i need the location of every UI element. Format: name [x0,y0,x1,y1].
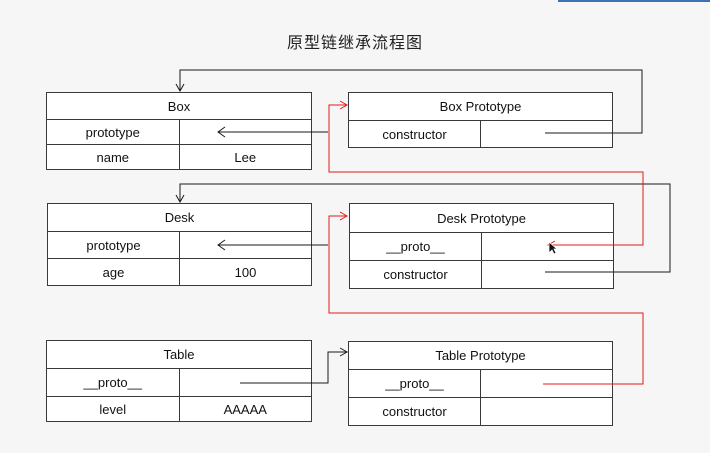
box-header: Box [46,92,312,120]
desk-prototype-proto-value [481,232,614,261]
desk-prototype-header: Desk Prototype [349,203,614,233]
desk-constructor-link-arrowhead [175,194,185,204]
box-prototype-constructor-value [480,120,613,148]
desk-age-label: age [47,258,180,286]
mouse-cursor-icon [548,241,558,255]
box-prototype-object: Box Prototype constructor [348,92,613,148]
desk-prototype-link-arrowhead [217,239,226,251]
table-proto-chain-link-arrowhead [339,211,349,221]
diagram-title: 原型链继承流程图 [286,33,423,52]
desk-prototype-label: prototype [47,231,180,259]
desk-age-value: 100 [179,258,312,286]
table-level-label: level [46,396,180,422]
box-constructor-link-arrowhead [175,83,185,93]
desk-prototype-object: Desk Prototype __proto__ constructor [349,203,614,289]
table-level-value: AAAAA [178,396,312,422]
table-proto-link [240,351,347,384]
desk-proto-chain-link-arrowhead [339,100,349,110]
desk-prototype-proto-label: __proto__ [349,232,482,261]
box-name-value: Lee [178,144,312,170]
desk-header: Desk [47,203,312,232]
table-prototype-object: Table Prototype __proto__ constructor [348,341,613,426]
desk-constructor-link [179,183,671,273]
table-prototype-header: Table Prototype [348,341,613,370]
box-constructor-link [179,69,643,134]
desk-object: Desk prototype age 100 [47,203,312,286]
desk-prototype-constructor-value [481,260,614,289]
box-object: Box prototype name Lee [46,92,312,170]
table-prototype-proto-label: __proto__ [348,369,481,398]
table-header: Table [46,340,312,369]
box-prototype-link-arrowhead [217,126,226,138]
table-prototype-constructor-label: constructor [348,397,481,426]
desk-prototype-constructor-label: constructor [349,260,482,289]
table-proto-link-arrowhead [339,347,349,357]
box-prototype-constructor-label: constructor [348,120,481,148]
window-accent-bar [558,0,710,2]
box-prototype-header: Box Prototype [348,92,613,121]
table-prototype-constructor-value [480,397,613,426]
desk-proto-chain-link [328,104,644,246]
box-name-label: name [46,144,180,170]
table-proto-chain-link [328,215,644,385]
box-prototype-label: prototype [46,119,180,145]
